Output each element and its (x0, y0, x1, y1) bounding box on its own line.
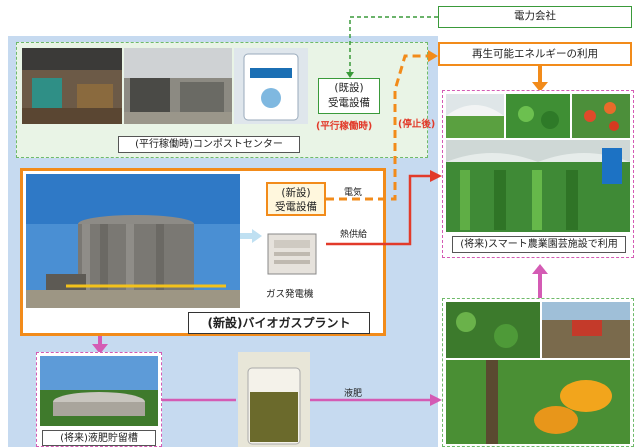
liquid-tank-photo (40, 356, 158, 426)
smart-agri-label: (将来)スマート農業園芸施設で利用 (452, 236, 626, 253)
power-to-existing-arrow (349, 16, 438, 74)
compost-photo-1 (22, 48, 122, 124)
existing-substation-box: (既設) 受電設備 (318, 78, 380, 114)
greenhouse-main-photo (446, 140, 630, 232)
gas-generator-label: ガス発電機 (266, 289, 314, 300)
after-stop-label: (停止後) (398, 119, 436, 130)
heat-supply-label: 熱供給 (340, 230, 368, 240)
compost-bag-photo (234, 48, 308, 124)
greenhouse-photo-2 (506, 94, 570, 138)
existing-substation-line2: 受電設備 (328, 97, 370, 109)
heat-supply-arrow (326, 174, 432, 246)
renewable-use-box: 再生可能エネルギーの利用 (438, 42, 632, 66)
field-photo-1 (446, 302, 540, 358)
field-photo-2 (542, 302, 630, 358)
electricity-label: 電気 (344, 188, 363, 198)
biogas-plant-label: (新設)バイオガスプラント (188, 312, 370, 334)
liquid-fertilizer-label: 液肥 (344, 389, 363, 399)
new-substation-box: (新設) 受電設備 (266, 182, 326, 216)
parallel-operation-label: (平行稼働時) (316, 121, 373, 132)
liquid-tank-label: (将来)液肥貯留槽 (42, 430, 156, 446)
biogas-tank-photo (26, 174, 240, 308)
power-company-box: 電力会社 (438, 6, 632, 28)
liquid-fertilizer-photo (238, 352, 310, 447)
gas-generator-image (262, 230, 322, 278)
existing-substation-line1: (既設) (334, 82, 364, 94)
compost-center-label: (平行稼働時)コンポストセンター (118, 136, 300, 153)
greenhouse-photo-1 (446, 94, 504, 138)
new-to-renewable-arrow (326, 54, 430, 201)
new-substation-line2: 受電設備 (275, 201, 317, 213)
tank-to-generator-arrow (240, 229, 262, 243)
new-substation-line1: (新設) (281, 187, 311, 199)
compost-photo-2 (124, 48, 232, 124)
greenhouse-photo-3 (572, 94, 630, 138)
field-photo-3 (446, 360, 630, 444)
